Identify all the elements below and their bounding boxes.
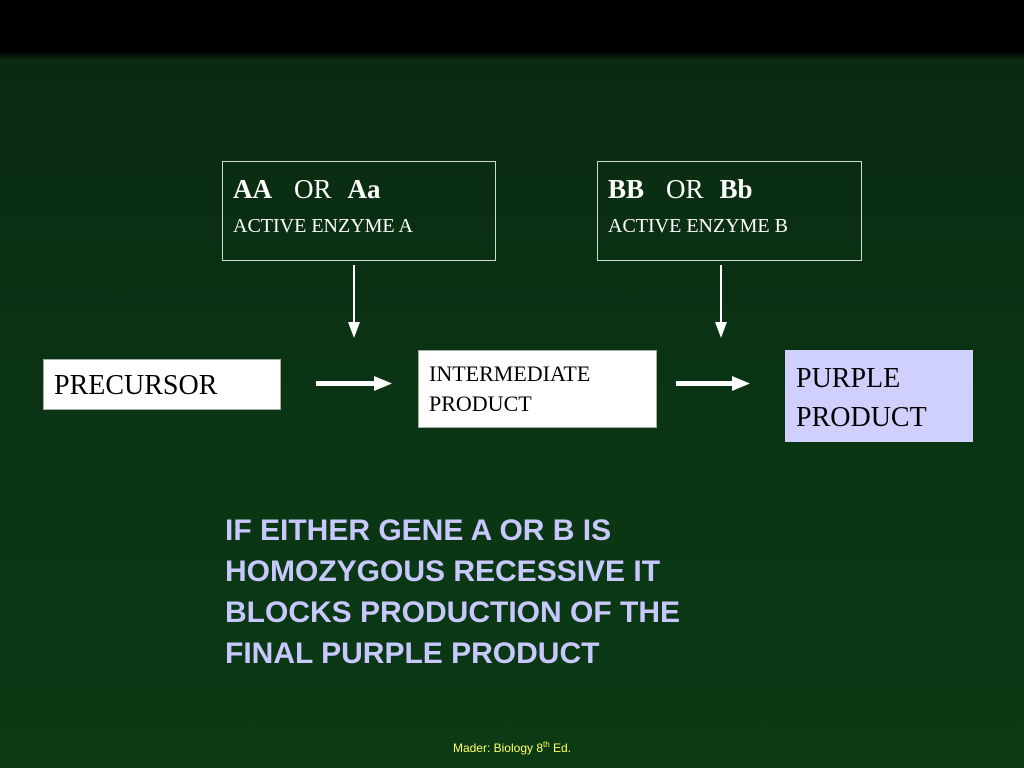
explanation-note: IF EITHER GENE A OR B IS HOMOZYGOUS RECE… bbox=[225, 510, 785, 674]
purple-label-line1: PURPLE bbox=[796, 363, 901, 394]
precursor-box: PRECURSOR bbox=[43, 359, 281, 410]
arrow-intermediate-to-purple bbox=[676, 376, 750, 391]
precursor-label: PRECURSOR bbox=[54, 370, 218, 401]
intermediate-product-box: INTERMEDIATE PRODUCT bbox=[418, 350, 657, 428]
gene-a-genotypes: AA OR Aa bbox=[233, 172, 485, 206]
gene-b-enzyme: ACTIVE ENZYME B bbox=[608, 215, 788, 237]
credit-sup: th bbox=[543, 740, 550, 749]
arrow-precursor-to-intermediate bbox=[316, 376, 392, 391]
gene-a-dominant: AA bbox=[233, 174, 272, 204]
gene-b-or: OR bbox=[666, 174, 704, 204]
source-credit: Mader: Biology 8th Ed. bbox=[0, 740, 1024, 755]
note-line: BLOCKS PRODUCTION OF THE bbox=[225, 596, 680, 629]
gene-a-enzyme: ACTIVE ENZYME A bbox=[233, 215, 413, 237]
gene-a-or: OR bbox=[294, 174, 332, 204]
gene-a-het: Aa bbox=[347, 174, 381, 204]
note-line: HOMOZYGOUS RECESSIVE IT bbox=[225, 555, 661, 588]
arrow-enzyme-a bbox=[348, 265, 360, 338]
gene-b-het: Bb bbox=[719, 174, 753, 204]
gene-b-dominant: BB bbox=[608, 174, 645, 204]
purple-product-box: PURPLE PRODUCT bbox=[785, 350, 973, 442]
note-line: IF EITHER GENE A OR B IS bbox=[225, 514, 612, 547]
intermediate-label-line1: INTERMEDIATE bbox=[429, 361, 591, 386]
gene-a-box: AA OR Aa ACTIVE ENZYME A bbox=[222, 161, 496, 261]
credit-suffix: Ed. bbox=[549, 741, 572, 755]
intermediate-label-line2: PRODUCT bbox=[429, 391, 532, 416]
credit-prefix: Mader: Biology 8 bbox=[452, 741, 543, 755]
purple-label-line2: PRODUCT bbox=[796, 402, 927, 433]
arrow-enzyme-b bbox=[715, 265, 727, 338]
gene-b-box: BB OR Bb ACTIVE ENZYME B bbox=[597, 161, 862, 261]
gene-b-genotypes: BB OR Bb bbox=[608, 172, 851, 206]
top-band bbox=[0, 0, 1024, 52]
note-line: FINAL PURPLE PRODUCT bbox=[225, 637, 600, 670]
